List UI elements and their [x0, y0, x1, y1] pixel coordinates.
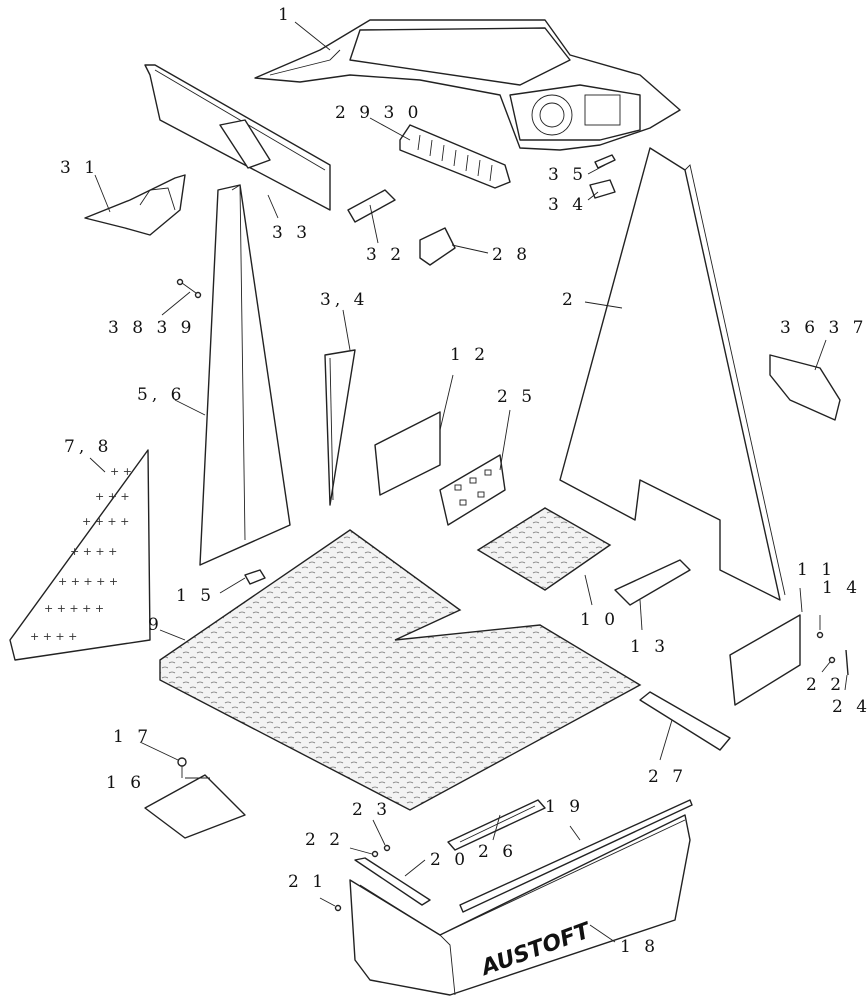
small-pads-part	[589, 154, 616, 199]
bolt-17-part	[177, 757, 187, 778]
right-small-panel-part	[729, 614, 801, 706]
label-17: 1 7	[113, 727, 152, 747]
label-22a: 2 2	[806, 675, 845, 695]
label-18: 1 8	[620, 937, 659, 957]
bottom-plate-part	[144, 774, 246, 839]
small-plate-part	[347, 189, 396, 223]
vent-grille-part	[399, 124, 511, 189]
label-20: 2 0	[430, 850, 469, 870]
label-27: 2 7	[648, 767, 687, 787]
label-25: 2 5	[497, 387, 536, 407]
label-33: 3 3	[272, 223, 311, 243]
label-26: 2 6	[478, 842, 517, 862]
label-14: 1 4	[822, 578, 861, 598]
left-bracket-part	[84, 174, 186, 236]
roof-part	[254, 19, 681, 151]
label-9: 9	[148, 615, 163, 635]
leader-lines	[89, 21, 848, 943]
svg-text:+ +: + +	[110, 465, 132, 478]
label-2930: 2 9 3 0	[335, 103, 422, 123]
label-78: 7, 8	[64, 437, 112, 457]
label-2: 2	[562, 290, 577, 310]
floor-mat-part	[159, 529, 642, 811]
left-pillar-part	[199, 184, 291, 566]
right-box-part	[769, 354, 841, 421]
label-19: 1 9	[545, 797, 584, 817]
label-3839: 3 8 3 9	[108, 318, 195, 338]
label-56: 5, 6	[137, 385, 185, 405]
top-beam-part	[144, 64, 331, 211]
label-16: 1 6	[106, 773, 145, 793]
label-11: 1 1	[797, 560, 836, 580]
label-32: 3 2	[366, 245, 405, 265]
left-side-panel-part: + + + + + + + + + + + + + + + + + + + + …	[9, 449, 151, 661]
perforated-plate-part	[439, 454, 506, 526]
svg-text:+ + + +: + + + +	[82, 515, 129, 528]
label-21: 2 1	[288, 872, 327, 892]
callout-labels: 1 2 2 9 3 0 3 1 3 3 3 2 2 8 3 5 3 4 3 8 …	[60, 5, 868, 957]
label-22b: 2 2	[305, 830, 344, 850]
label-3637: 3 6 3 7	[780, 318, 867, 338]
svg-text:+ + + + +: + + + + +	[58, 575, 118, 588]
label-35: 3 5	[548, 165, 587, 185]
label-23: 2 3	[352, 800, 391, 820]
svg-text:+ + + +: + + + +	[30, 630, 77, 643]
svg-text:+ + + + +: + + + + +	[44, 602, 104, 615]
svg-text:+ + + +: + + + +	[70, 545, 117, 558]
side-strip-part	[354, 857, 431, 906]
cover-plate-part	[419, 227, 456, 266]
label-10: 1 0	[580, 610, 619, 630]
label-34: 3 4	[548, 195, 587, 215]
label-24: 2 4	[832, 697, 868, 717]
bolts-right-part	[816, 631, 849, 676]
label-34b: 3, 4	[320, 290, 368, 310]
triangle-panel-part	[324, 349, 356, 506]
top-strip-part	[459, 799, 693, 913]
small-square-part	[244, 569, 266, 585]
label-1: 1	[278, 5, 293, 25]
small-mat-part	[476, 507, 612, 591]
angle-bar-part	[639, 691, 731, 751]
label-12: 1 2	[450, 345, 489, 365]
label-15: 1 5	[176, 586, 215, 606]
right-pillar-part	[559, 147, 786, 601]
bolts-bottom-part	[334, 844, 391, 912]
svg-text:+ + +: + + +	[95, 490, 130, 503]
comb-plate-part	[614, 559, 691, 606]
inner-plate-part	[374, 411, 441, 496]
label-31: 3 1	[60, 158, 99, 178]
pins-part	[176, 278, 202, 299]
label-13: 1 3	[630, 637, 669, 657]
label-28: 2 8	[492, 245, 531, 265]
bottom-box-part	[349, 814, 691, 996]
